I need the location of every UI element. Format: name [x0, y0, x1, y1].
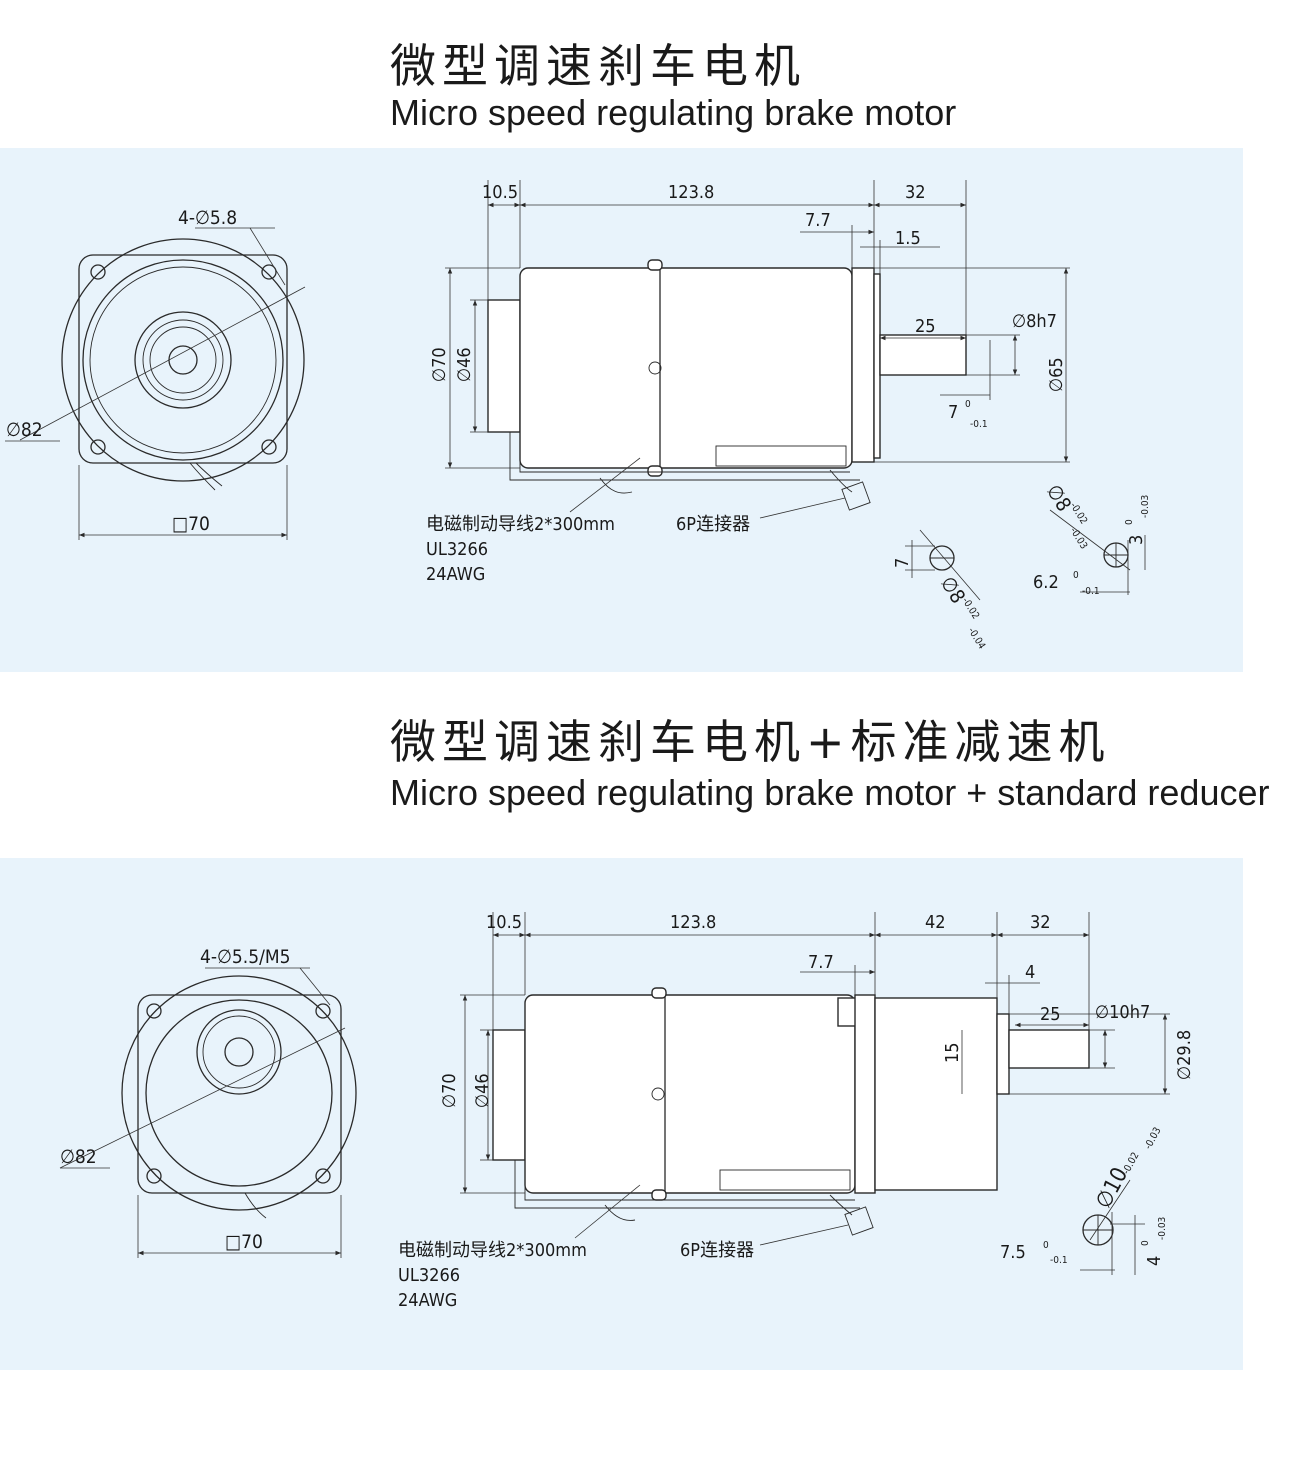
section2-title-cn: 微型调速刹车电机+标准减速机: [390, 715, 1111, 769]
section2-dim-gear: 42: [925, 912, 946, 933]
section2-detail: ∅10 -0.02 -0.03 4 0 -0.03 7.5 0 -0.1: [1000, 1126, 1168, 1275]
section2-wire-line3: 24AWG: [398, 1290, 457, 1311]
section2-front-pcd-label: ∅82: [60, 1146, 97, 1168]
section2-side-view: 10.5 123.8 42 32 7.7 4 25 ∅10h7 ∅29.8 15…: [398, 912, 1195, 1311]
detail-a-depth-tol0: 0: [1073, 570, 1079, 581]
section2-dim-shaft: ∅10h7: [1095, 1002, 1150, 1023]
section2-connector-label: 6P连接器: [680, 1240, 754, 1261]
section2-detail-key: 4: [1144, 1256, 1165, 1266]
detail-b-tol-upper: -0.02: [959, 596, 981, 622]
section1-detail-b: 7 ∅8 -0.02 -0.04: [892, 529, 987, 652]
section2-dim-77: 7.7: [808, 952, 834, 973]
section1-title-cn: 微型调速刹车电机: [390, 39, 806, 93]
section1-front-pcd-label: ∅82: [6, 419, 43, 441]
section2-front-square-label: □70: [225, 1231, 263, 1253]
section1-dim-7-tol: -0.1: [970, 419, 988, 430]
section1-dim-key: 25: [915, 316, 936, 337]
section2-title-en: Micro speed regulating brake motor + sta…: [390, 772, 1270, 813]
section1-side-view: 10.5 123.8 32 7.7 1.5 25 ∅8h7 7 0 -0.1 ∅…: [426, 180, 1070, 585]
section1-dim-rear: 10.5: [482, 182, 518, 203]
detail-a-depth: 6.2: [1033, 572, 1059, 593]
section1-dim-7: 7: [948, 402, 958, 423]
detail-a-tol-upper: -0.02: [1067, 501, 1089, 527]
section2-dim-rear: 10.5: [486, 912, 522, 933]
detail-a-key-tol: -0.03: [1140, 495, 1151, 518]
detail-a-tol-lower: -0.03: [1067, 526, 1089, 552]
section2-dim-outer: ∅70: [439, 1073, 460, 1108]
section1-wire-line3: 24AWG: [426, 564, 485, 585]
section1-dim-outer: ∅70: [429, 347, 450, 382]
section2-dim-key: 25: [1040, 1004, 1061, 1025]
section2-dim-shaft-total: 32: [1030, 912, 1051, 933]
detail-a-key: 3: [1126, 535, 1147, 545]
detail-b-flat: 7: [892, 558, 913, 568]
section2-wire-line2: UL3266: [398, 1265, 460, 1286]
detail-b-tol-lower: -0.04: [965, 626, 987, 652]
section1-dim-inner: ∅46: [454, 347, 475, 382]
section2-detail-key-tol: -0.03: [1157, 1217, 1168, 1240]
section1-dim-77: 7.7: [805, 210, 831, 231]
section2-front-bolt-label: 4-∅5.5/M5: [200, 946, 291, 968]
section1-front-view: 4-∅5.8 ∅82 □70: [5, 207, 306, 540]
section2-detail-tol-lower: -0.03: [1143, 1126, 1164, 1152]
section2-detail-tol-upper: -0.02: [1121, 1151, 1142, 1177]
section2-dim-body: 123.8: [670, 912, 716, 933]
section1-connector-label: 6P连接器: [676, 514, 750, 535]
section1-dim-pilot: ∅65: [1046, 357, 1067, 392]
section1-dim-7-tol0: 0: [965, 399, 971, 410]
section2-wire-line1: 电磁制动导线2*300mm: [398, 1240, 587, 1261]
section2-detail-depth-tol: -0.1: [1050, 1255, 1068, 1266]
section2-dim-4: 4: [1025, 962, 1035, 983]
section1-dim-shaft-total: 32: [905, 182, 926, 203]
detail-a-key-tol0: 0: [1124, 519, 1135, 525]
section1-front-bolt-label: 4-∅5.8: [178, 207, 237, 229]
section1-title-en: Micro speed regulating brake motor: [390, 92, 957, 133]
section1-detail-a: ∅8 -0.02 -0.03 3 0 -0.03 6.2 0 -0.1: [1033, 480, 1151, 597]
section2-detail-key-tol0: 0: [1140, 1240, 1151, 1246]
section1-front-square-label: □70: [172, 513, 210, 535]
section1-wire-line2: UL3266: [426, 539, 488, 560]
section2-detail-depth-tol0: 0: [1043, 1240, 1049, 1251]
section1-dim-shaft: ∅8h7: [1012, 311, 1057, 332]
section1-dim-body: 123.8: [668, 182, 714, 203]
section2-front-view: 4-∅5.5/M5 ∅82 □70: [59, 946, 357, 1258]
section2-dim-pilot: ∅29.8: [1174, 1030, 1195, 1080]
section2-detail-depth: 7.5: [1000, 1242, 1026, 1263]
section2-dim-15: 15: [942, 1042, 963, 1063]
section1-dim-15: 1.5: [895, 228, 921, 249]
detail-a-depth-tol: -0.1: [1082, 586, 1100, 597]
section2-dim-inner: ∅46: [472, 1073, 493, 1108]
section1-wire-line1: 电磁制动导线2*300mm: [426, 514, 615, 535]
